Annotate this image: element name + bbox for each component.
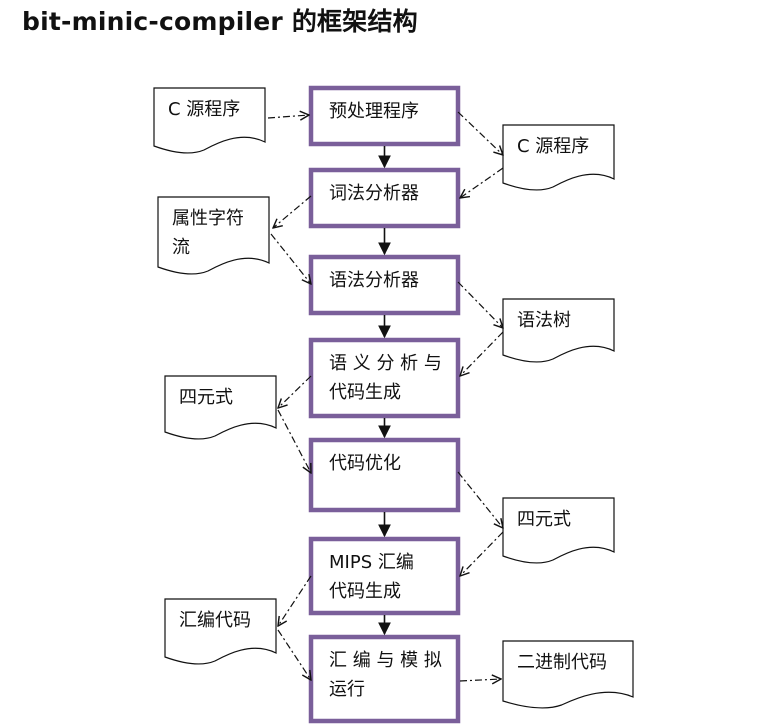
document-outline [164, 598, 277, 665]
stage-label: 语 义 分 析 与 [329, 353, 442, 374]
document-shape-8: 二进制代码 [502, 640, 634, 709]
document-shape-5: 四元式 [164, 375, 277, 440]
data-flow-arrow [277, 409, 311, 473]
data-flow-arrow [457, 471, 503, 528]
stage-label: 汇 编 与 模 拟 [329, 650, 442, 671]
stage-label: 运行 [329, 679, 365, 700]
data-flow-arrow [457, 281, 503, 328]
data-flow-arrow [270, 233, 311, 284]
stage-frame [308, 536, 461, 616]
document-outline [502, 124, 615, 191]
document-outline [502, 640, 634, 709]
document-outline [157, 196, 270, 275]
document-label: C 源程序 [517, 136, 589, 157]
document-label: 属性字符 [172, 208, 244, 229]
stage-box-3: 语法分析器 [308, 254, 461, 316]
stage-label: 预处理程序 [329, 101, 419, 122]
stage-box-1: 预处理程序 [308, 85, 461, 147]
data-flow-arrow [460, 167, 504, 198]
data-flow-arrow [460, 331, 504, 376]
data-flow-arrow [277, 629, 311, 680]
document-outline [502, 497, 615, 564]
document-label: 语法树 [517, 310, 571, 331]
document-shape-4: 语法树 [502, 298, 615, 363]
stage-label: 词法分析器 [329, 183, 419, 204]
stage-frame [308, 634, 461, 724]
document-outline [164, 375, 277, 440]
data-flow-arrow [278, 375, 312, 408]
stage-box-2: 词法分析器 [308, 167, 461, 229]
stage-box-7: 汇 编 与 模 拟运行 [308, 634, 461, 724]
stage-box-5: 代码优化 [308, 437, 461, 513]
stage-label: 代码生成 [329, 581, 401, 602]
data-flow-arrow [459, 679, 501, 681]
document-outline [153, 87, 266, 154]
stage-frame [308, 254, 461, 316]
data-flow-arrow [457, 111, 503, 155]
document-label: 四元式 [517, 509, 571, 530]
data-flow-arrow [267, 115, 309, 118]
data-flow-arrow [278, 575, 312, 626]
document-shape-1: C 源程序 [153, 87, 266, 154]
stage-label: MIPS 汇编 [329, 552, 414, 573]
data-flow-arrow [273, 195, 312, 228]
page-title: bit-minic-compiler 的框架结构 [22, 7, 418, 36]
document-label: 二进制代码 [517, 652, 607, 673]
document-label: 汇编代码 [179, 610, 251, 631]
stage-frame [308, 167, 461, 229]
document-shape-2: C 源程序 [502, 124, 615, 191]
data-flow-arrow [460, 531, 504, 576]
stage-label: 代码生成 [329, 382, 401, 403]
document-label: 流 [172, 237, 190, 258]
stage-frame [308, 437, 461, 513]
stage-frame [308, 337, 461, 419]
document-outline [502, 298, 615, 363]
document-label: 四元式 [179, 387, 233, 408]
document-label: C 源程序 [168, 99, 240, 120]
stage-label: 代码优化 [329, 453, 401, 474]
stage-label: 语法分析器 [329, 270, 419, 291]
document-shape-7: 汇编代码 [164, 598, 277, 665]
stage-frame [308, 85, 461, 147]
document-shape-6: 四元式 [502, 497, 615, 564]
